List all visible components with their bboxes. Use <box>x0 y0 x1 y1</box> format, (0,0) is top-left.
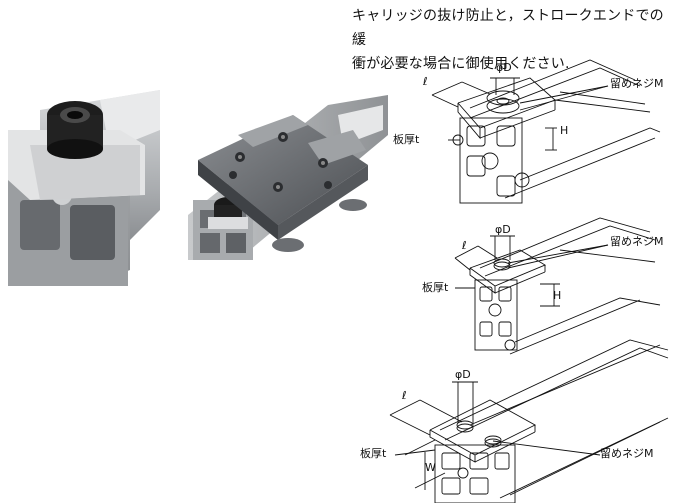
dim-l-label: ℓ <box>402 389 407 402</box>
thickness-t-label: 板厚t <box>360 447 387 460</box>
diagram-mid-drawing <box>454 217 661 355</box>
width-w-label: W <box>425 461 436 474</box>
caption-line-2: 衝が必要な場合に御使用ください. <box>352 56 570 72</box>
thickness-t-label: 板厚t <box>393 133 420 146</box>
thickness-t-label: 板厚t <box>422 281 449 294</box>
caption-line-1: キャリッジの抜け防止と，ストロークエンドでの緩 <box>352 8 664 48</box>
page-caption: キャリッジの抜け防止と，ストロークエンドでの緩 衝が必要な場合に御使用ください. <box>352 4 670 76</box>
height-h-label: H <box>560 124 569 137</box>
screw-m-label: 留めネジM <box>610 77 664 90</box>
screw-m-label: 留めネジM <box>610 235 664 248</box>
height-h-label: H <box>553 289 562 302</box>
dim-phi-d-label: φD <box>495 223 511 236</box>
stopper-profile-photo <box>0 90 160 295</box>
screw-m-label: 留めネジM <box>600 447 654 460</box>
dim-l-label: ℓ <box>462 239 467 252</box>
dim-phi-d-label: φD <box>496 61 512 74</box>
diagram-bot-drawing <box>389 339 669 503</box>
dim-phi-d-label: φD <box>455 368 471 381</box>
carriage-plate-photo <box>188 95 388 260</box>
dim-l-label: ℓ <box>423 75 428 88</box>
diagram-top-drawing <box>431 59 661 204</box>
